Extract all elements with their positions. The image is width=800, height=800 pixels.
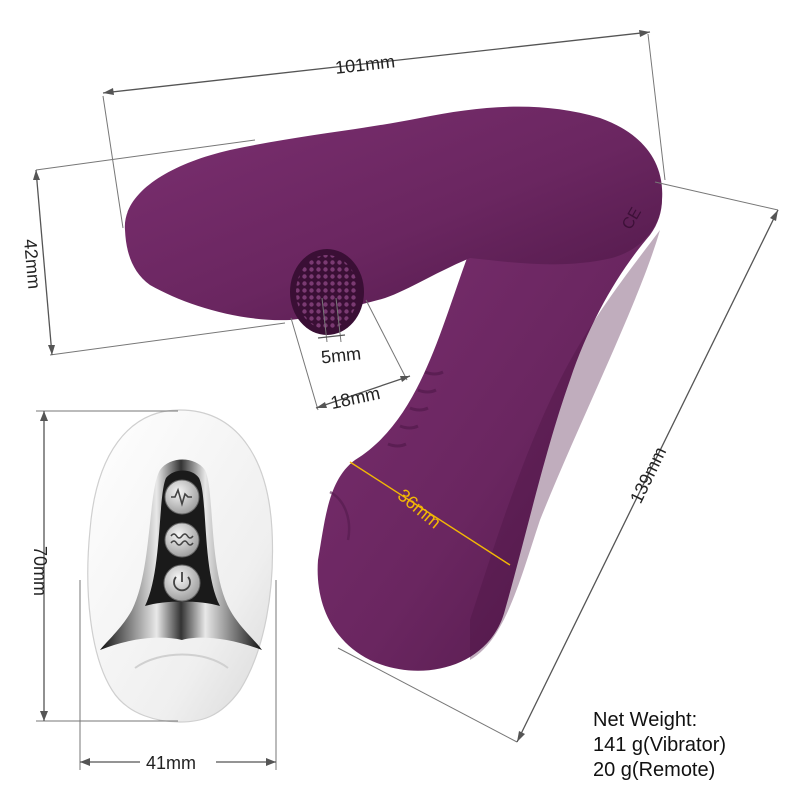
net-weight-heading: Net Weight: [593,709,698,731]
dim-label-5: 5mm [320,343,362,367]
remote-button-power[interactable] [163,564,201,602]
shaft-tip-ridge [329,490,351,541]
vibrator-head [124,106,663,321]
dim-label-139: 139mm [626,444,670,507]
dim-nozzle-inner: 5mm [317,297,362,367]
vibrator-shaft [317,175,662,671]
pulse-wave-icon [171,487,192,507]
vibrator-shaft-shadow [470,230,660,660]
shaft-ridges [387,370,444,448]
net-weight-remote: 20 g(Remote) [593,759,716,781]
suction-bristles [296,255,358,329]
dim-remote-height: 70mm [30,410,178,722]
remote-lower-curve [134,653,229,669]
net-weight-block: Net Weight: 141 g(Vibrator) 20 g(Remote) [593,708,793,783]
dim-tip-height: 42mm [20,139,286,356]
remote-button-pulse[interactable] [164,479,200,515]
dim-label-42: 42mm [20,238,44,290]
dim-remote-width: 41mm [79,580,277,773]
vibrator-body: CE [124,106,663,671]
dim-label-70: 70mm [30,546,50,596]
remote-control [87,409,274,723]
power-icon [173,572,191,592]
dim-label-18: 18mm [329,383,382,413]
dim-label-41: 41mm [146,753,196,773]
remote-button-vibration[interactable] [164,522,200,558]
net-weight-vibrator: 141 g(Vibrator) [593,734,727,756]
dim-label-101: 101mm [334,51,396,78]
vibration-wave-icon [170,533,194,546]
